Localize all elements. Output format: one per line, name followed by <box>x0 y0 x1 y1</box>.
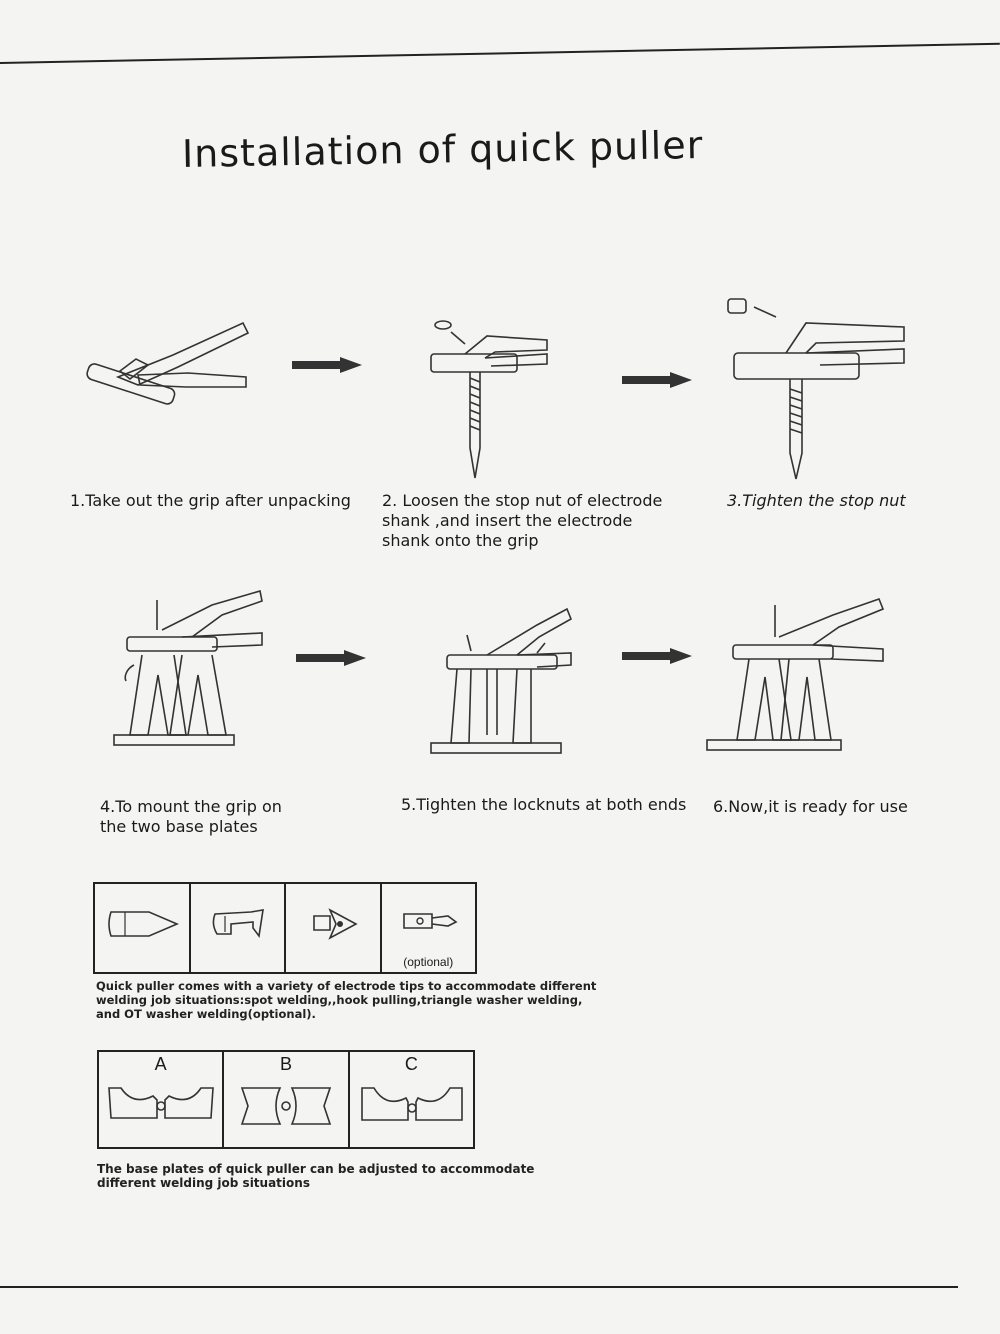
step-3-caption: 3.Tighten the stop nut <box>727 491 906 510</box>
step-5-illustration <box>427 605 577 760</box>
plate-cell-c: C <box>350 1052 473 1147</box>
plate-label-a: A <box>154 1054 167 1074</box>
stop-nut-icon <box>727 298 905 480</box>
tip-cell-ot: (optional) <box>382 884 476 972</box>
plate-label-b: B <box>279 1054 292 1074</box>
plate-b-icon <box>241 1087 332 1125</box>
base-plates-table: A B C <box>97 1050 475 1149</box>
tip-cell-spot <box>95 884 191 972</box>
tip-cell-hook <box>191 884 286 972</box>
step-3-illustration <box>724 293 909 483</box>
hook-pulling-tip-icon <box>212 909 264 939</box>
top-rule <box>0 42 1000 64</box>
plate-label-c: C <box>404 1054 418 1074</box>
step-4-illustration <box>112 585 272 755</box>
step-1-caption: 1.Take out the grip after unpacking <box>70 491 351 510</box>
step-arrow-5 <box>622 648 692 664</box>
spot-welding-tip-icon <box>108 911 180 937</box>
grip-icon <box>86 321 250 405</box>
tips-note: Quick puller comes with a variety of ele… <box>96 979 597 1021</box>
step-arrow-4 <box>296 650 366 666</box>
step-arrow-1 <box>292 357 362 373</box>
electrode-tips-table: (optional) <box>93 882 477 974</box>
electrode-shank-icon <box>430 320 548 479</box>
ot-washer-tip-icon <box>402 913 458 929</box>
step-6-illustration <box>703 595 888 760</box>
assembled-puller-icon <box>706 597 885 751</box>
step-2-illustration <box>425 318 550 483</box>
plate-c-icon <box>360 1087 463 1121</box>
bottom-rule <box>0 1286 958 1288</box>
plate-cell-b: B <box>224 1052 350 1147</box>
triangle-washer-tip-icon <box>313 908 358 940</box>
step-1-illustration <box>78 315 253 425</box>
step-arrow-2 <box>622 372 692 388</box>
plate-cell-a: A <box>99 1052 225 1147</box>
step-4-caption: 4.To mount the grip on the two base plat… <box>100 797 282 836</box>
locknut-icon <box>430 607 573 754</box>
page-title: Installation of quick puller <box>181 122 704 176</box>
tip-cell-triangle <box>286 884 382 972</box>
step-5-caption: 5.Tighten the locknuts at both ends <box>401 795 687 814</box>
optional-label: (optional) <box>403 955 454 969</box>
plate-a-icon <box>108 1087 214 1119</box>
step-2-caption: 2. Loosen the stop nut of electrode shan… <box>382 491 663 550</box>
step-6-caption: 6.Now,it is ready for use <box>713 797 908 816</box>
plates-note: The base plates of quick puller can be a… <box>97 1162 535 1190</box>
grip-on-base-icon <box>113 589 263 746</box>
